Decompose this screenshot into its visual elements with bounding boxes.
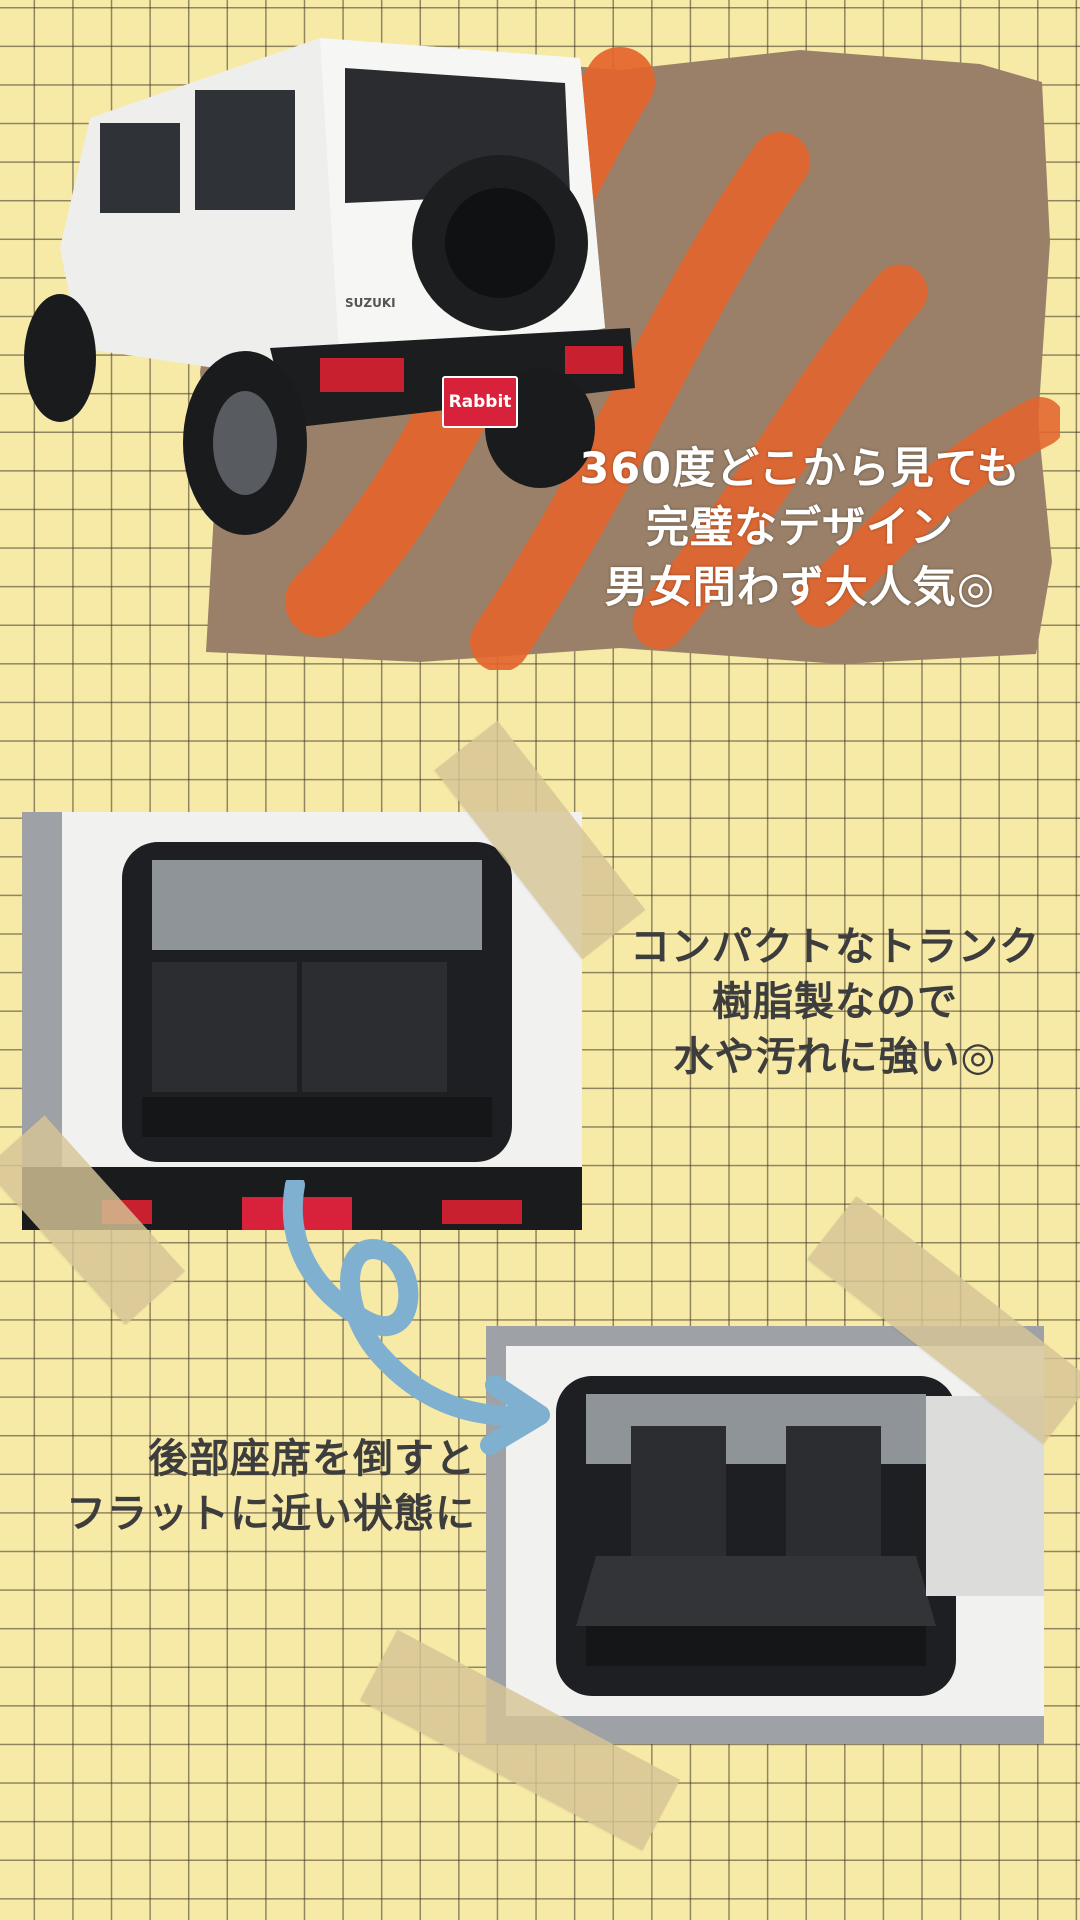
- brand-badge: SUZUKI: [345, 296, 396, 310]
- curly-arrow-icon: [282, 1180, 550, 1455]
- caption-trunk: コンパクトなトランク 樹脂製なので 水や汚れに強い◎: [600, 920, 1070, 1086]
- caption-trunk-line-3: 水や汚れに強い◎: [673, 1034, 997, 1081]
- trunk-photo-seats-up: [22, 812, 582, 1230]
- caption-exterior-line-1: 360度どこから見ても: [579, 444, 1021, 494]
- caption-trunk-line-1: コンパクトなトランク: [630, 924, 1040, 970]
- caption-exterior: 360度どこから見ても 完璧なデザイン 男女問わず大人気◎: [540, 440, 1060, 618]
- caption-seats-folded-line-1: 後部座席を倒すと: [148, 1436, 476, 1482]
- caption-trunk-line-2: 樹脂製なので: [712, 979, 958, 1026]
- car-rear-exterior-photo: SUZUKI Rabbit: [20, 28, 640, 540]
- trunk-photo-seats-folded: [486, 1326, 1044, 1744]
- dealer-plate: Rabbit: [442, 376, 518, 428]
- caption-exterior-line-2: 完璧なデザイン: [646, 503, 954, 554]
- caption-seats-folded-line-2: フラットに近い状態に: [66, 1491, 476, 1538]
- caption-seats-folded: 後部座席を倒すと フラットに近い状態に: [0, 1432, 476, 1542]
- caption-exterior-line-3: 男女問わず大人気◎: [604, 562, 996, 613]
